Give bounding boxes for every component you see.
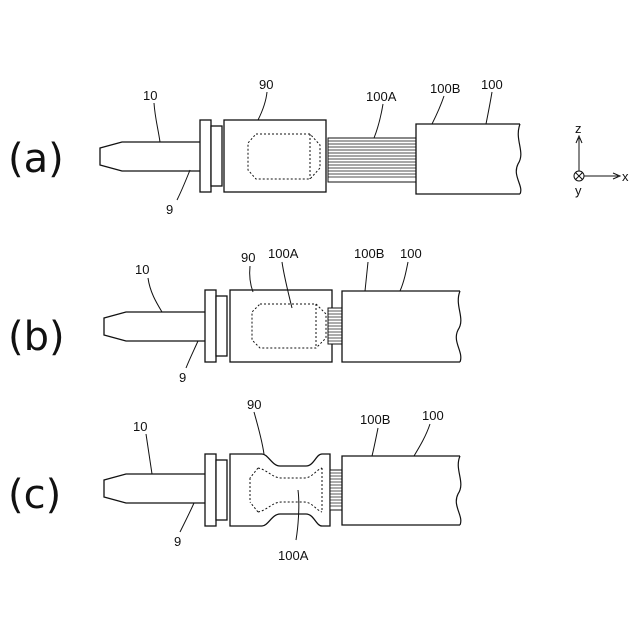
component-10-body: [104, 474, 205, 503]
component-100A-strands: [330, 470, 342, 510]
numeral-100B-a: 100B: [430, 81, 460, 96]
component-90-sleeve: [224, 120, 326, 192]
numeral-9-a: 9: [166, 202, 173, 217]
leader-100-a: [486, 92, 492, 124]
numeral-100-a: 100: [481, 77, 503, 92]
leader-90-a: [258, 92, 267, 120]
leader-100B-a: [432, 96, 444, 124]
leader-10-c: [146, 434, 152, 474]
component-10-body: [100, 142, 200, 171]
numeral-100B-c: 100B: [360, 412, 390, 427]
component-9-ring-2: [211, 126, 222, 186]
leader-9-b: [186, 341, 198, 368]
panel-label-c: (c): [8, 472, 61, 518]
numeral-9-c: 9: [174, 534, 181, 549]
component-100B-jacket: [342, 291, 460, 362]
leader-10-b: [148, 278, 162, 312]
leader-90-b: [250, 266, 253, 292]
leader-100B-c: [372, 428, 378, 456]
leader-100B-b: [365, 262, 368, 291]
component-10-body: [104, 312, 205, 341]
numeral-90-b: 90: [241, 250, 255, 265]
leader-100A-a: [374, 104, 383, 138]
numeral-10-c: 10: [133, 419, 147, 434]
leader-90-c: [254, 412, 264, 454]
panel-a: (a): [8, 77, 521, 217]
leader-10-a: [154, 103, 160, 142]
numeral-100-b: 100: [400, 246, 422, 261]
leader-9-c: [180, 503, 194, 532]
panel-label-a: (a): [8, 136, 64, 182]
component-9-ring-2: [216, 296, 227, 356]
component-100A-strands: [328, 138, 416, 182]
leader-100-b: [400, 262, 408, 291]
axis-label-z: z: [575, 121, 582, 136]
component-100B-jacket: [416, 124, 520, 194]
component-9-ring-2: [216, 460, 227, 520]
numeral-100B-b: 100B: [354, 246, 384, 261]
panel-b: (b) 10 90 100A 100B: [8, 246, 461, 385]
axis-label-y: y: [575, 183, 582, 198]
numeral-10-a: 10: [143, 88, 157, 103]
component-9-ring-1: [205, 290, 216, 362]
numeral-9-b: 9: [179, 370, 186, 385]
numeral-100A-b: 100A: [268, 246, 299, 261]
numeral-90-c: 90: [247, 397, 261, 412]
component-9-ring-1: [200, 120, 211, 192]
component-90-crimped-sleeve: [230, 454, 330, 526]
numeral-90-a: 90: [259, 77, 273, 92]
panel-c: (c) 10 90 100A: [8, 397, 461, 563]
leader-9-a: [177, 170, 190, 200]
component-90-sleeve: [230, 290, 332, 362]
component-100A-strands: [328, 308, 342, 344]
coordinate-axes: z x y: [574, 121, 629, 198]
component-9-ring-1: [205, 454, 216, 526]
numeral-10-b: 10: [135, 262, 149, 277]
numeral-100A-a: 100A: [366, 89, 397, 104]
numeral-100-c: 100: [422, 408, 444, 423]
panel-label-b: (b): [8, 314, 65, 360]
leader-100-c: [414, 424, 430, 456]
numeral-100A-c: 100A: [278, 548, 309, 563]
component-100B-jacket: [342, 456, 460, 525]
axis-label-x: x: [622, 169, 629, 184]
